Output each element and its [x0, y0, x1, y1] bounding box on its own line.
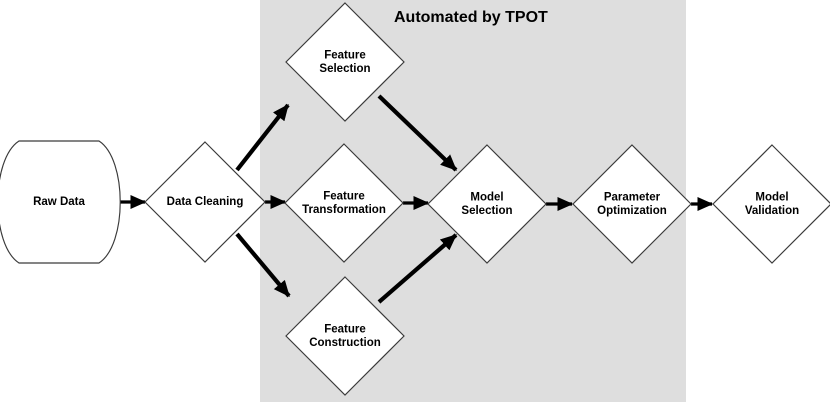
diamond-shape [285, 276, 405, 396]
edge-feature-selection-to-model-selection [377, 94, 458, 172]
node-label-model-validation: Model [755, 191, 788, 203]
diamond-shape [572, 144, 692, 264]
edge-data-cleaning-to-feature-selection [235, 103, 290, 172]
node-label-model-selection: Model [470, 191, 503, 203]
node-label-model-validation: Validation [745, 205, 799, 217]
node-label-feature-construction: Construction [309, 337, 381, 349]
node-label-data-cleaning: Data Cleaning [167, 196, 244, 208]
diamond-shape [144, 141, 266, 263]
edge-feature-construction-to-model-selection [377, 233, 458, 304]
edge-data-cleaning-to-feature-construction [235, 232, 291, 298]
diamond-shape [285, 2, 405, 122]
node-label-parameter-optimization: Optimization [597, 205, 667, 217]
node-label-feature-transformation: Feature [323, 190, 365, 202]
edges-group [113, 94, 714, 304]
node-data-cleaning[interactable]: Data Cleaning [144, 141, 266, 263]
node-label-model-selection: Selection [461, 205, 512, 217]
node-label-feature-construction: Feature [324, 323, 366, 335]
diamond-shape [284, 143, 404, 263]
diamond-shape [427, 144, 547, 264]
node-label-feature-selection: Feature [324, 49, 366, 61]
node-label-feature-transformation: Transformation [302, 204, 386, 216]
node-raw-data[interactable]: Raw Data [0, 140, 121, 264]
node-label-feature-selection: Selection [319, 63, 370, 75]
node-label-raw-data: Raw Data [33, 196, 85, 208]
cylinder-shape [0, 140, 121, 264]
node-label-parameter-optimization: Parameter [604, 191, 661, 203]
diamond-shape [712, 144, 830, 264]
automated-region-title: Automated by TPOT [394, 9, 548, 26]
